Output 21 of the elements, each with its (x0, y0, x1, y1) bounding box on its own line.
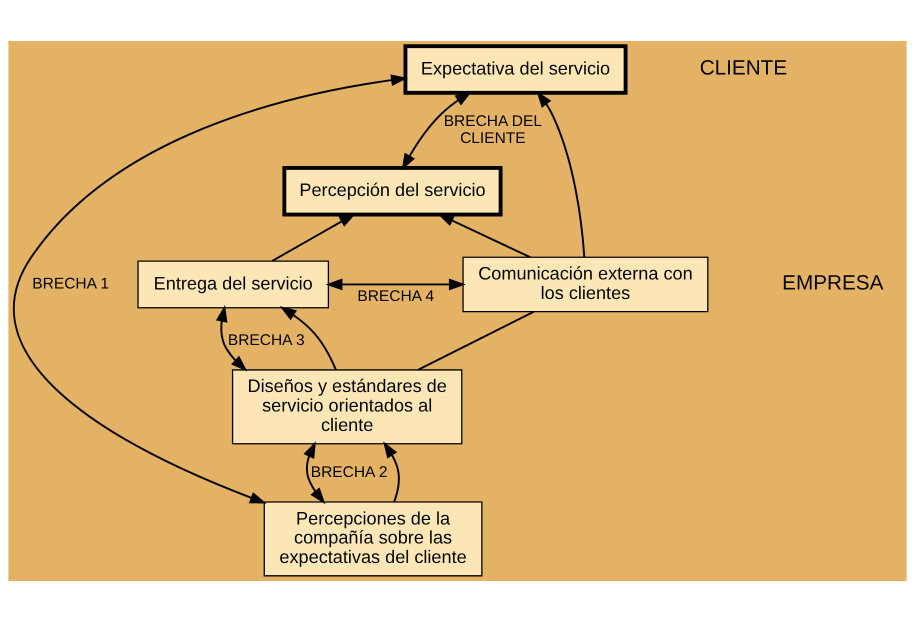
label: CLIENTE (700, 56, 788, 80)
node-box: Expectativa del servicio (404, 44, 628, 95)
edge-label: BRECHA DEL CLIENTE (444, 112, 542, 147)
connector (418, 310, 534, 371)
arrow (303, 441, 326, 504)
node-box: Diseños y estándares de servicio orientados al cliente (232, 369, 462, 444)
node-box: Entrega del servicio (137, 260, 330, 308)
arrow (280, 306, 337, 370)
edge-label: BRECHA 2 (310, 464, 388, 481)
edge-label: BRECHA 1 (32, 275, 110, 292)
edge-label: BRECHA 4 (357, 288, 434, 305)
arrow (13, 74, 408, 504)
node-box: Percepciones de la compañía sobre las expectativas del cliente (264, 501, 482, 576)
arrow (326, 278, 466, 290)
node-box: Comunicación externa con los clientes (462, 256, 708, 312)
arrow (383, 441, 400, 502)
edge-label: BRECHA 3 (228, 332, 305, 349)
node-box: Percepción del servicio (282, 166, 503, 216)
arrow (216, 305, 248, 372)
label: EMPRESA (782, 271, 884, 294)
arrow (437, 214, 531, 258)
